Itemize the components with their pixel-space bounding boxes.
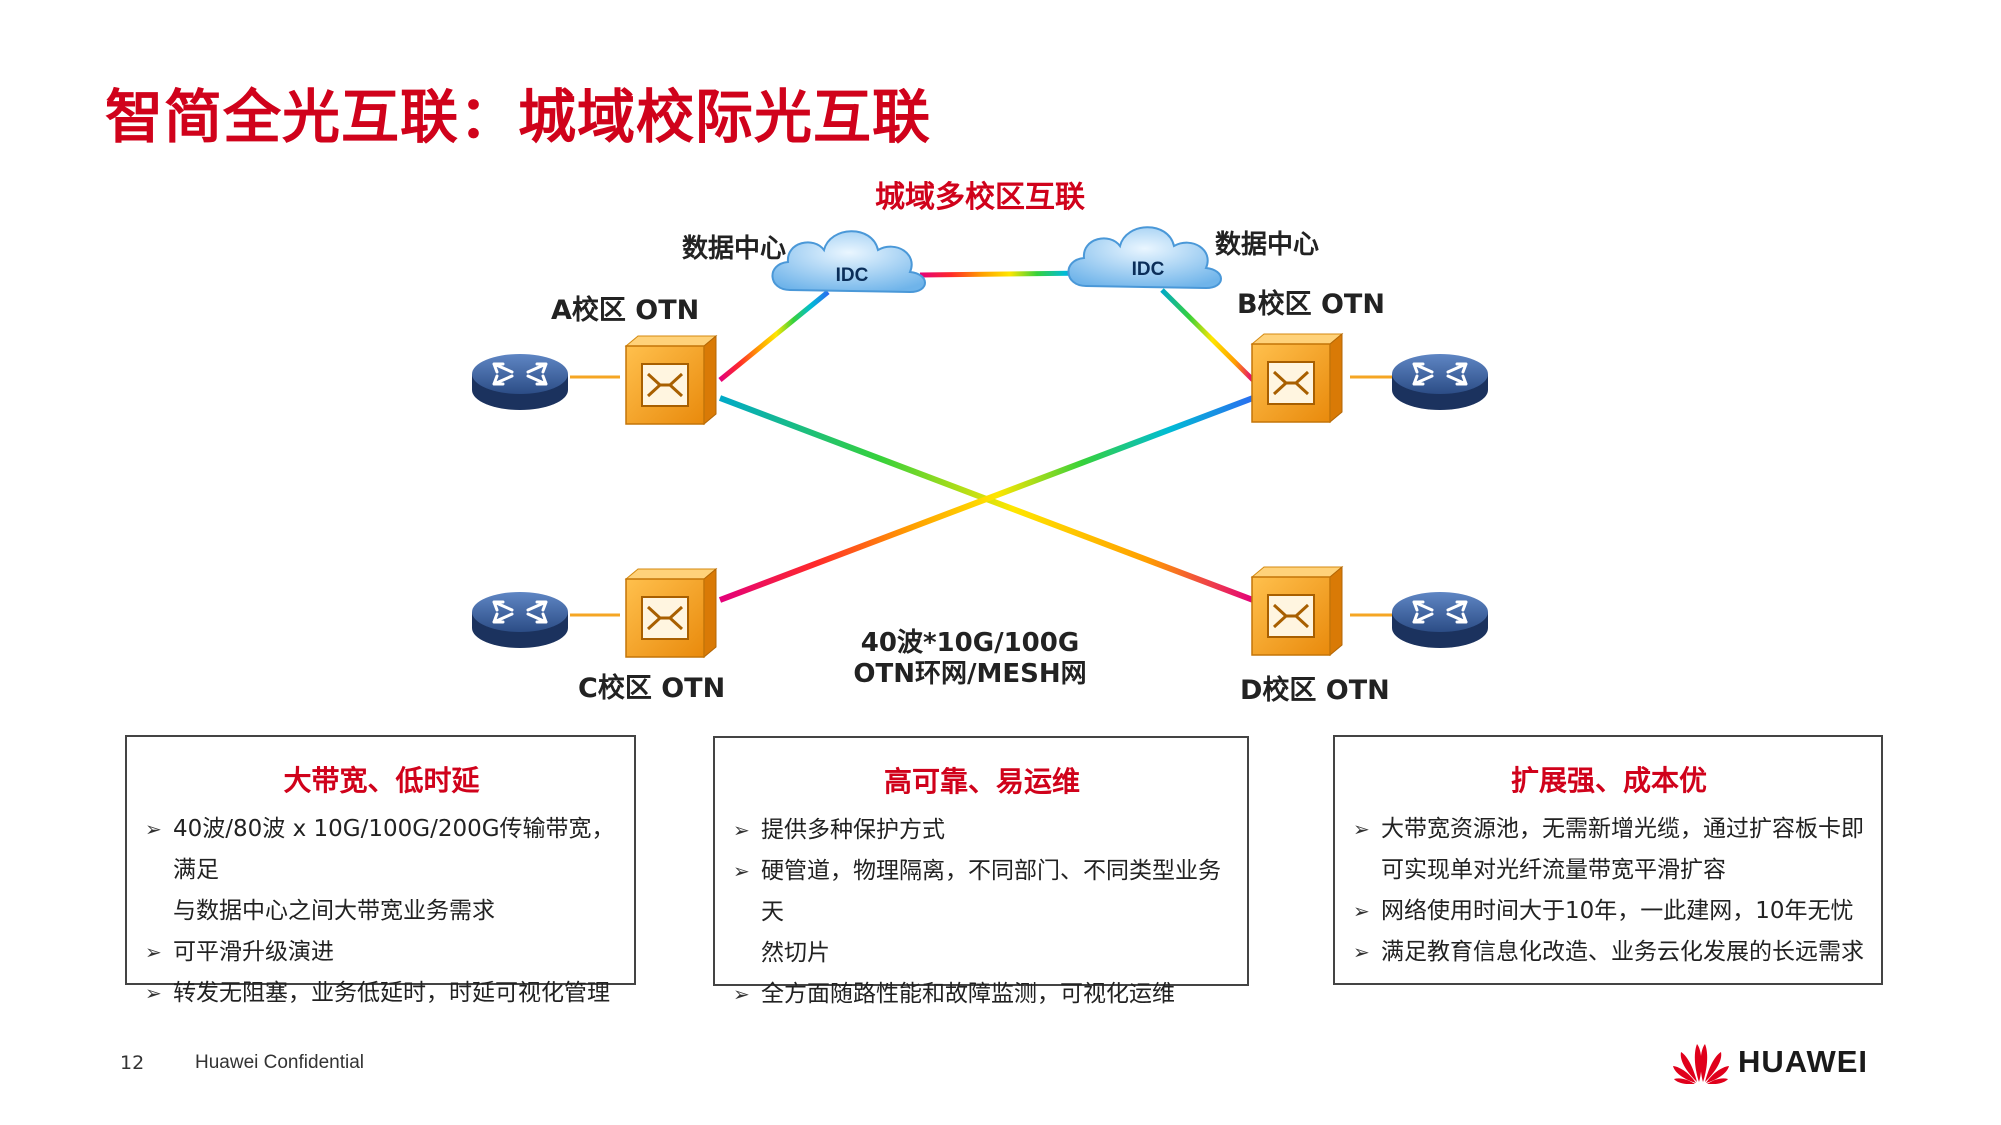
- huawei-petals-icon: [1673, 1044, 1729, 1084]
- list-item: 转发无阻塞，业务低延时，时延可视化管理: [145, 973, 618, 1014]
- list-item: 硬管道，物理隔离，不同部门、不同类型业务天: [733, 851, 1231, 933]
- node-c-label: C校区 OTN: [578, 673, 726, 704]
- link-a-idc: [718, 290, 830, 382]
- network-caption-line1: 40波*10G/100G: [860, 628, 1080, 658]
- list-item: 可平滑升级演进: [145, 932, 618, 973]
- router-b-icon: [1390, 352, 1490, 412]
- link-idc-b: [1160, 288, 1255, 382]
- list-item: 大带宽资源池，无需新增光缆，通过扩容板卡即: [1353, 809, 1865, 850]
- feature-list: 提供多种保护方式 硬管道，物理隔离，不同部门、不同类型业务天 然切片 全方面随路…: [733, 810, 1231, 1015]
- feature-box-title: 大带宽、低时延: [283, 764, 480, 797]
- node-b-label: B校区 OTN: [1237, 289, 1385, 320]
- diagram-title: 城域多校区互联: [875, 180, 1085, 215]
- list-item: 可实现单对光纤流量带宽平滑扩容: [1381, 857, 1726, 883]
- router-a-icon: [470, 352, 570, 412]
- list-item: 40波/80波 x 10G/100G/200G传输带宽，满足: [145, 809, 618, 891]
- list-item: 提供多种保护方式: [733, 810, 1231, 851]
- router-c-icon: [470, 590, 570, 650]
- otn-b-icon: [1250, 332, 1344, 424]
- feature-box-bandwidth: 大带宽、低时延 40波/80波 x 10G/100G/200G传输带宽，满足 与…: [125, 735, 636, 1014]
- network-caption: 40波*10G/100G OTN环网/MESH网: [853, 628, 1086, 690]
- link-c-b: [718, 395, 1255, 603]
- huawei-logo: HUAWEI: [1672, 1040, 1868, 1084]
- brand-name: HUAWEI: [1738, 1044, 1868, 1079]
- idc-left-label: IDC: [836, 265, 869, 286]
- link-idc-idc: [919, 270, 1093, 278]
- page-number: 12: [120, 1052, 145, 1074]
- node-d-label: D校区 OTN: [1240, 675, 1390, 706]
- datacenter-right-label: 数据中心: [1215, 230, 1320, 260]
- idc-right-label: IDC: [1132, 259, 1165, 280]
- otn-c-icon: [624, 567, 718, 659]
- list-item: 然切片: [761, 940, 830, 966]
- feature-box-scalability: 扩展强、成本优 大带宽资源池，无需新增光缆，通过扩容板卡即 可实现单对光纤流量带…: [1333, 735, 1883, 985]
- feature-box-title: 扩展强、成本优: [1510, 764, 1707, 797]
- feature-box-reliability: 高可靠、易运维 提供多种保护方式 硬管道，物理隔离，不同部门、不同类型业务天 然…: [713, 736, 1249, 1015]
- list-item: 全方面随路性能和故障监测，可视化运维: [733, 974, 1231, 1015]
- network-caption-line2: OTN环网/MESH网: [853, 659, 1087, 689]
- datacenter-left-label: 数据中心: [682, 234, 787, 264]
- page-title: 智简全光互联：城域校际光互联: [105, 83, 932, 151]
- confidential-label: Huawei Confidential: [195, 1052, 364, 1073]
- list-item: 网络使用时间大于10年，一此建网，10年无忧: [1353, 891, 1865, 932]
- feature-box-title: 高可靠、易运维: [883, 765, 1080, 798]
- otn-d-icon: [1250, 565, 1344, 657]
- list-item: 与数据中心之间大带宽业务需求: [173, 898, 495, 924]
- feature-list: 大带宽资源池，无需新增光缆，通过扩容板卡即 可实现单对光纤流量带宽平滑扩容 网络…: [1353, 809, 1865, 973]
- otn-a-icon: [624, 334, 718, 426]
- router-d-icon: [1390, 590, 1490, 650]
- node-a-label: A校区 OTN: [551, 295, 700, 326]
- list-item: 满足教育信息化改造、业务云化发展的长远需求: [1353, 932, 1865, 973]
- optical-links: [570, 270, 1396, 620]
- feature-list: 40波/80波 x 10G/100G/200G传输带宽，满足 与数据中心之间大带…: [145, 809, 618, 1014]
